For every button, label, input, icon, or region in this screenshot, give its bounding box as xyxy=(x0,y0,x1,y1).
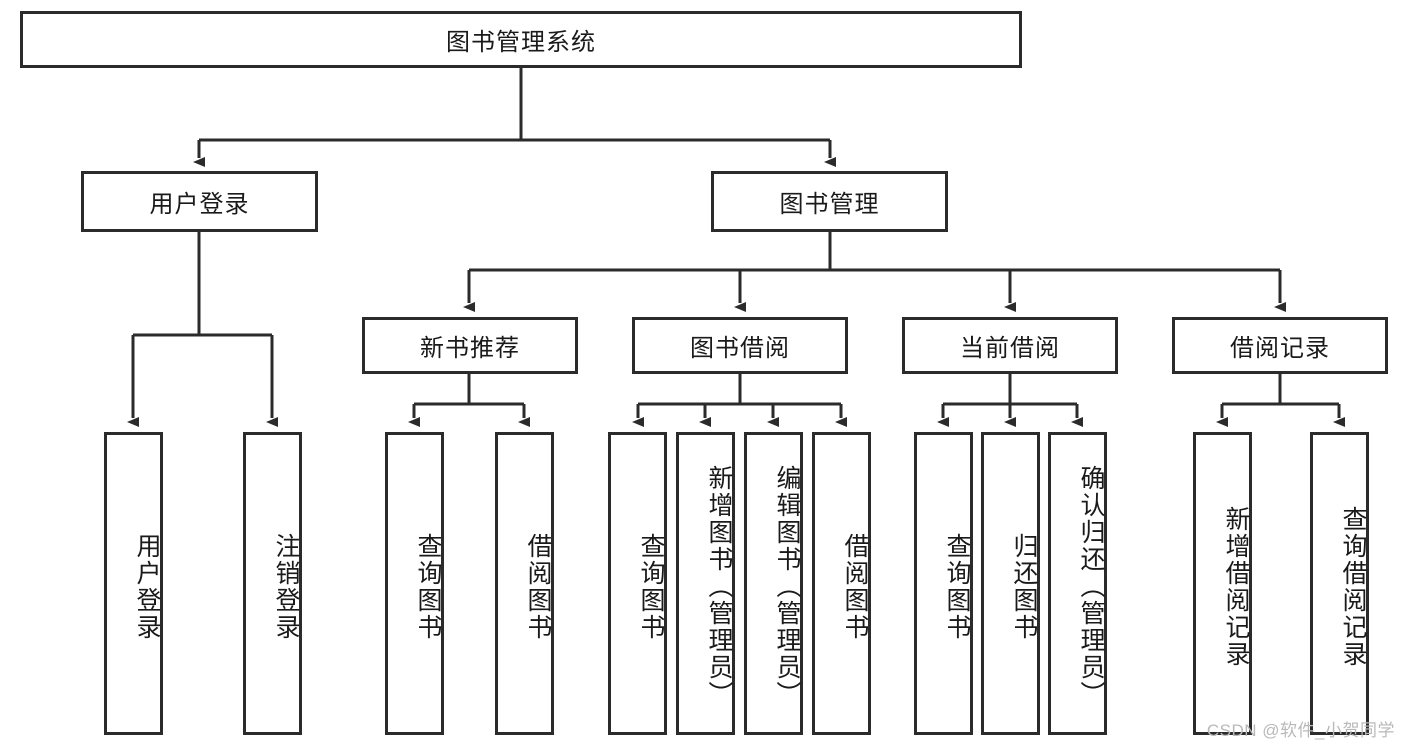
node-book-borrow[interactable]: 图书借阅 xyxy=(632,317,848,374)
leaf-label: 确认归还（管理员） xyxy=(1077,465,1105,708)
leaf-current-borrow-query[interactable]: 查询图书 xyxy=(914,432,973,735)
leaf-label: 查询图书 xyxy=(414,532,442,641)
leaf-book-borrow-query[interactable]: 查询图书 xyxy=(608,432,667,735)
leaf-label: 查询借阅记录 xyxy=(1339,505,1367,668)
leaf-label: 查询图书 xyxy=(637,532,665,641)
leaf-label: 新增图书（管理员） xyxy=(705,465,733,708)
leaf-label: 查询图书 xyxy=(943,532,971,641)
leaf-book-borrow-add[interactable]: 新增图书（管理员） xyxy=(676,432,735,735)
leaf-current-borrow-return[interactable]: 归还图书 xyxy=(981,432,1040,735)
leaf-borrow-record-add[interactable]: 新增借阅记录 xyxy=(1193,432,1252,735)
node-book-management[interactable]: 图书管理 xyxy=(711,171,948,232)
node-root-system[interactable]: 图书管理系统 xyxy=(20,11,1022,68)
watermark-text: CSDN @软件_小贺同学 xyxy=(1206,721,1395,740)
leaf-label: 新增借阅记录 xyxy=(1222,505,1250,668)
leaf-new-book-borrow[interactable]: 借阅图书 xyxy=(495,432,554,735)
leaf-label: 注销登录 xyxy=(272,532,300,641)
leaf-current-borrow-confirm-return[interactable]: 确认归还（管理员） xyxy=(1048,432,1107,735)
node-user-login[interactable]: 用户登录 xyxy=(81,171,318,232)
leaf-book-borrow-borrow[interactable]: 借阅图书 xyxy=(812,432,871,735)
leaf-user-login-login[interactable]: 用户登录 xyxy=(104,432,163,735)
leaf-user-login-logout[interactable]: 注销登录 xyxy=(243,432,302,735)
leaf-label: 用户登录 xyxy=(133,532,161,641)
leaf-label: 归还图书 xyxy=(1010,532,1038,641)
leaf-label: 借阅图书 xyxy=(841,532,869,641)
node-new-book-recommend[interactable]: 新书推荐 xyxy=(362,317,578,374)
leaf-label: 借阅图书 xyxy=(524,532,552,641)
leaf-label: 编辑图书（管理员） xyxy=(773,465,801,708)
leaf-book-borrow-edit[interactable]: 编辑图书（管理员） xyxy=(744,432,803,735)
node-borrow-record[interactable]: 借阅记录 xyxy=(1172,317,1388,374)
node-current-borrow[interactable]: 当前借阅 xyxy=(902,317,1118,374)
leaf-new-book-query[interactable]: 查询图书 xyxy=(385,432,444,735)
leaf-borrow-record-query[interactable]: 查询借阅记录 xyxy=(1310,432,1369,735)
